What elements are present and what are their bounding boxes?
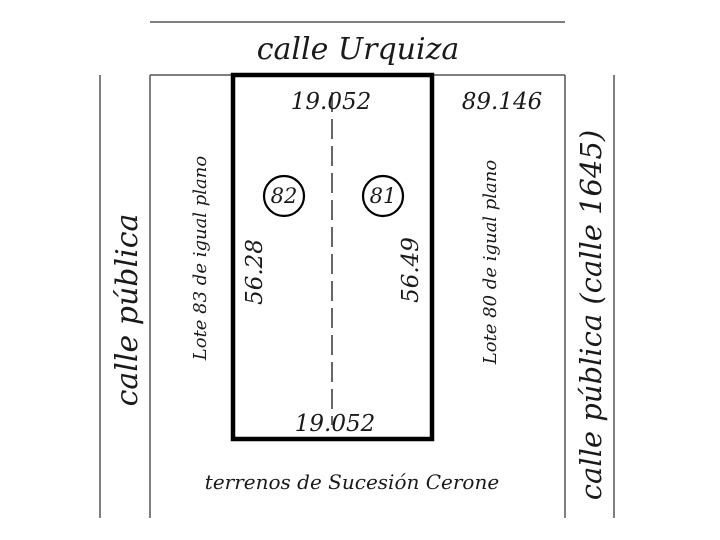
neighbor-right-label: Lote 80 de igual plano bbox=[480, 160, 501, 366]
neighbor-bottom-label: terrenos de Sucesión Cerone bbox=[205, 470, 499, 494]
lot-82-circle bbox=[262, 174, 306, 218]
dimension-bottom: 19.052 bbox=[295, 411, 375, 437]
street-top-label: calle Urquiza bbox=[257, 32, 460, 67]
dimension-corner: 89.146 bbox=[462, 89, 542, 115]
dimension-left: 56.28 bbox=[242, 239, 268, 305]
lot-82-number: 82 bbox=[271, 184, 298, 208]
lot-81-number: 81 bbox=[370, 184, 397, 208]
subject-parcel-outline bbox=[230, 72, 435, 442]
neighbor-left-label: Lote 83 de igual plano bbox=[190, 156, 211, 362]
dimension-right: 56.49 bbox=[398, 237, 424, 303]
street-right-label: calle pública (calle 1645) bbox=[574, 130, 608, 500]
street-left-label: calle pública bbox=[110, 214, 145, 407]
dimension-top: 19.052 bbox=[291, 89, 371, 115]
lot-81-circle bbox=[361, 174, 405, 218]
